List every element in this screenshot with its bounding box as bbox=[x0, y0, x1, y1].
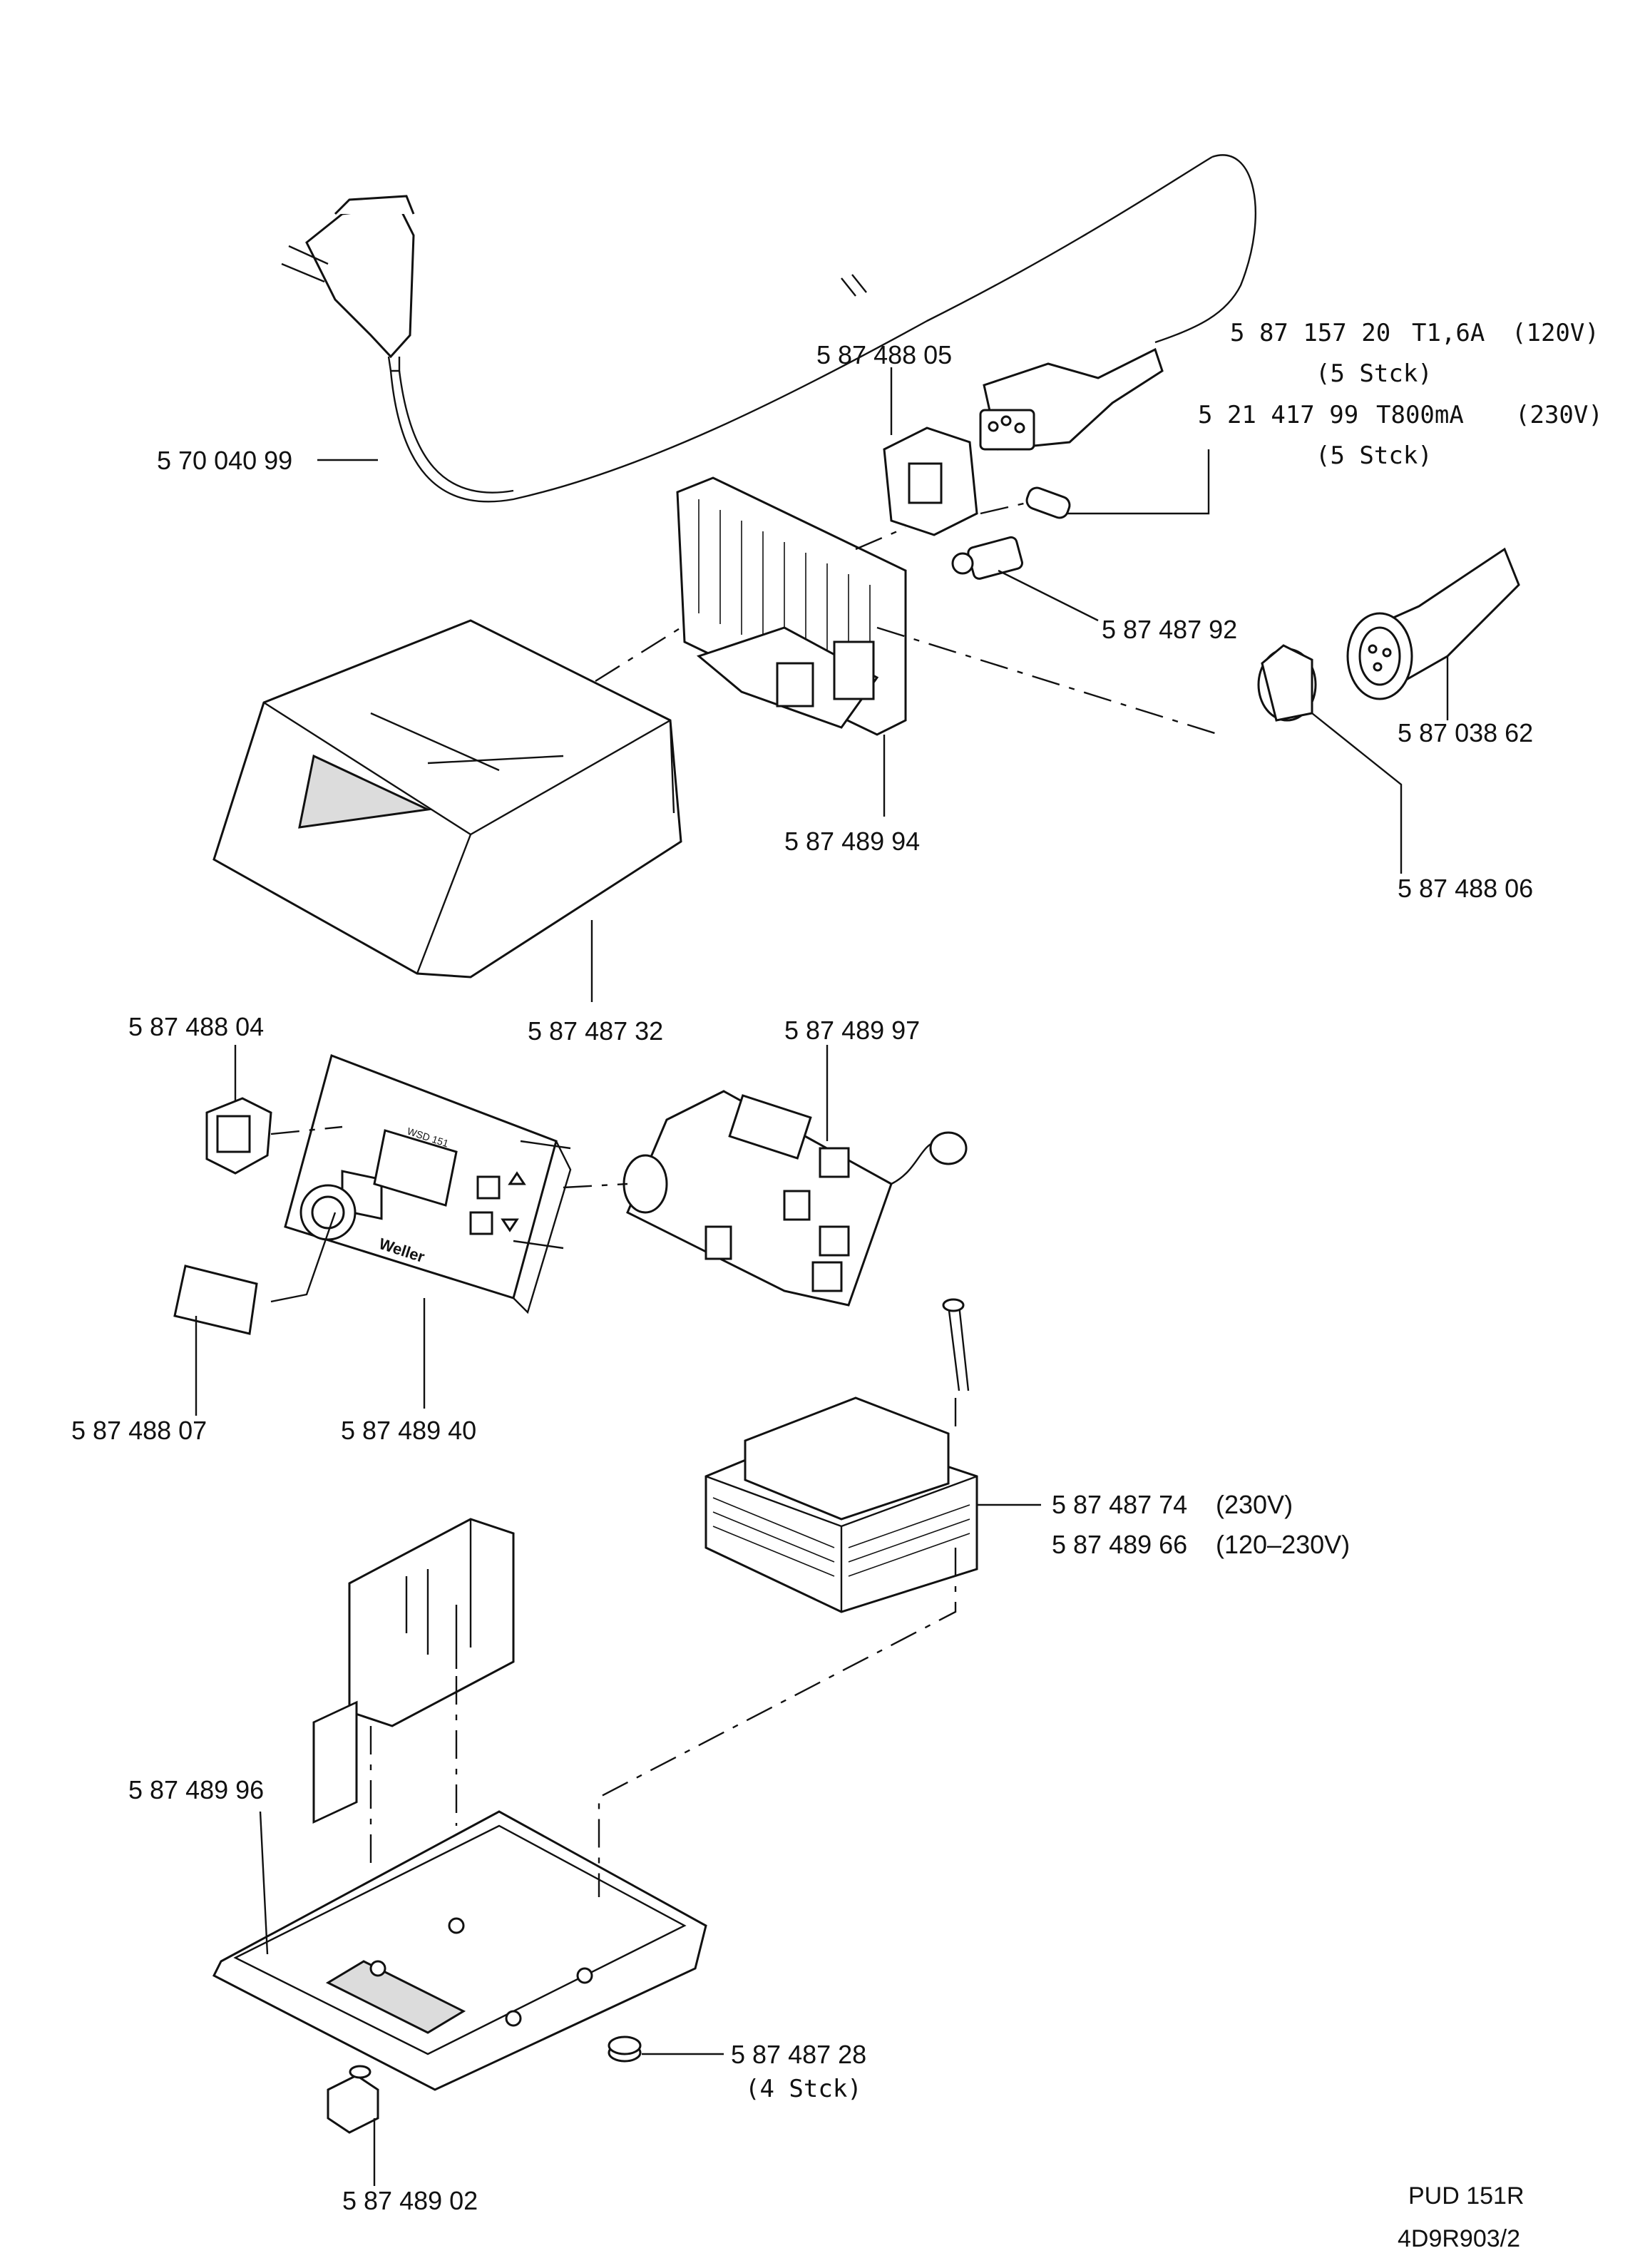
label-connector-plug: 5 87 038 62 bbox=[1398, 718, 1533, 747]
label-fuse-120v-qty: (5 Stck) bbox=[1316, 359, 1433, 388]
label-window-label: 5 87 488 07 bbox=[71, 1416, 207, 1445]
label-power-cord: 5 70 040 99 bbox=[157, 446, 292, 475]
label-socket-receptacle: 5 87 488 06 bbox=[1398, 874, 1533, 903]
label-transformer-120-230v: 5 87 489 66 bbox=[1052, 1530, 1187, 1559]
label-fuse-230v: 5 21 417 99 bbox=[1198, 401, 1358, 429]
label-fuse-120v: 5 87 157 20 bbox=[1230, 319, 1390, 347]
drawing-number: 4D9R903/2 bbox=[1398, 2225, 1520, 2252]
label-fuse-120v-voltage: (120V) bbox=[1512, 319, 1599, 347]
label-fuse-120v-spec: T1,6A bbox=[1412, 319, 1485, 347]
base-drawing bbox=[212, 1700, 707, 2134]
label-fuse-230v-spec: T800mA bbox=[1376, 401, 1464, 429]
connector-drawing bbox=[1257, 547, 1520, 722]
drawing-footer: PUD 151R 4D9R903/2 bbox=[1398, 2182, 1525, 2252]
label-rocker-switch: 5 87 488 04 bbox=[128, 1012, 264, 1041]
label-transformer-230v: 5 87 487 74 bbox=[1052, 1490, 1187, 1519]
label-fuse-230v-qty: (5 Stck) bbox=[1316, 441, 1433, 470]
label-heatsink-board: 5 87 489 94 bbox=[784, 827, 920, 856]
assembly-lines bbox=[270, 501, 1220, 1897]
label-control-board: 5 87 489 97 bbox=[784, 1016, 920, 1045]
label-rubber-foot: 5 87 487 28 bbox=[731, 2040, 866, 2069]
label-tip-holder: 5 87 489 02 bbox=[342, 2186, 478, 2215]
label-rubber-foot-qty: (4 Stck) bbox=[745, 2075, 862, 2103]
transformer-drawing bbox=[704, 1298, 978, 1613]
front-panel-drawing bbox=[173, 1054, 572, 1335]
leader-lines bbox=[195, 367, 1449, 2186]
control-board-drawing bbox=[622, 1090, 968, 1307]
label-power-socket: 5 87 488 05 bbox=[816, 340, 952, 369]
label-housing-cover: 5 87 487 32 bbox=[528, 1016, 663, 1046]
label-fuse-230v-voltage: (230V) bbox=[1515, 401, 1603, 429]
heatsink-board-drawing bbox=[676, 426, 1071, 736]
label-transformer-230v-voltage: (230V) bbox=[1216, 1490, 1293, 1519]
shield-plate-drawing bbox=[348, 1518, 515, 1727]
label-transformer-120-230v-voltage: (120–230V) bbox=[1216, 1530, 1350, 1559]
power-cord-drawing bbox=[281, 154, 1257, 503]
label-front-panel: 5 87 489 40 bbox=[341, 1416, 476, 1445]
label-shield-plate: 5 87 489 96 bbox=[128, 1775, 264, 1804]
label-fuse-holder: 5 87 487 92 bbox=[1102, 615, 1237, 644]
housing-cover-drawing bbox=[212, 619, 682, 979]
part-labels: 5 70 040 99 5 87 488 05 5 87 157 20 T1,6… bbox=[71, 319, 1603, 2215]
model-number: PUD 151R bbox=[1408, 2182, 1525, 2210]
